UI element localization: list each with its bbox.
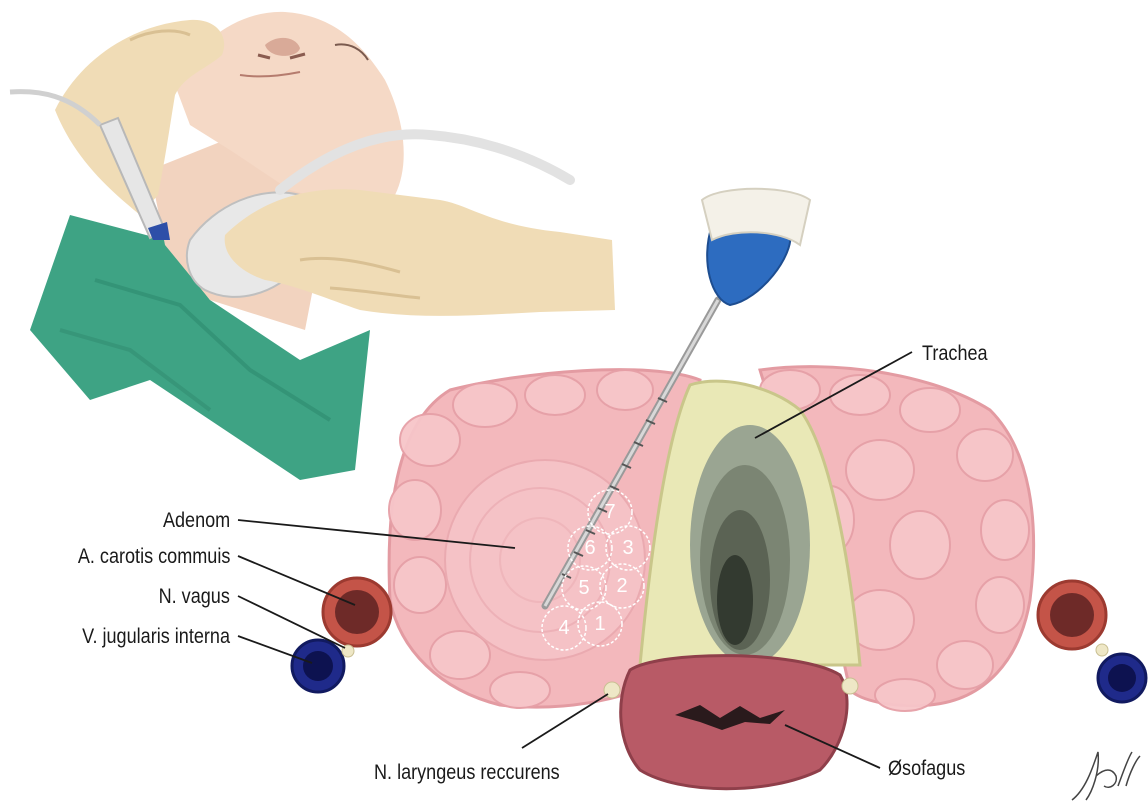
zone-number: 6	[584, 537, 595, 559]
adenoma-nodule	[445, 460, 645, 660]
label-osofagus: Øsofagus	[888, 758, 965, 779]
zone-number: 5	[578, 577, 589, 599]
zone-number: 7	[604, 501, 615, 523]
label-vagus: N. vagus	[159, 586, 230, 607]
label-trachea: Trachea	[922, 343, 988, 364]
zone-number: 2	[616, 575, 627, 597]
zone-number: 1	[594, 613, 605, 635]
thyroid-cross-section	[292, 367, 1146, 789]
leader-line-carotis	[238, 556, 355, 605]
label-jugularis: V. jugularis interna	[82, 626, 230, 647]
label-laryngeus: N. laryngeus reccurens	[374, 762, 560, 783]
label-carotis: A. carotis commuis	[77, 546, 230, 567]
vagus-nerve-right	[1096, 644, 1108, 656]
label-adenom: Adenom	[163, 510, 230, 531]
zone-number: 4	[558, 617, 569, 639]
artist-signature	[1072, 752, 1140, 800]
zone-number: 3	[622, 537, 633, 559]
laryngeal-nerve-right	[842, 678, 858, 694]
